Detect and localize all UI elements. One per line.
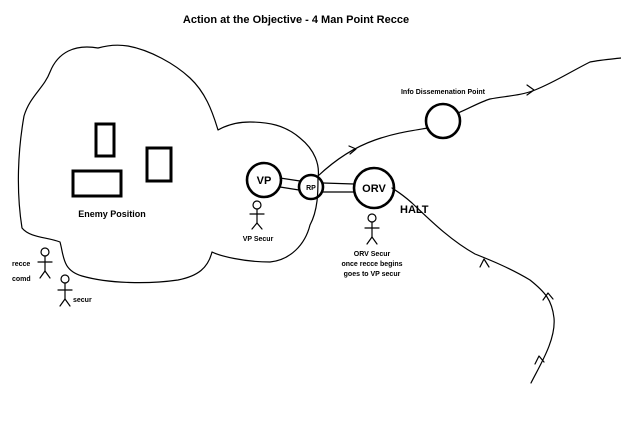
objective-area-outline: [17, 44, 320, 284]
route-arrow-5: [479, 258, 490, 268]
route-arrow-4: [542, 292, 554, 301]
diagram-title: Action at the Objective - 4 Man Point Re…: [183, 14, 409, 26]
rp-circle: [297, 173, 325, 201]
route-arrow-2: [526, 84, 535, 96]
orv-secur-figure: [364, 213, 380, 245]
recce-label: recce: [12, 261, 30, 268]
rp-label: RP: [306, 185, 316, 192]
recce-comd-figure: [37, 247, 53, 279]
orv-secur-label-3: goes to VP secur: [344, 271, 401, 278]
orv-secur-label-2: once recce begins: [341, 261, 402, 268]
rp-orv-link: [322, 182, 355, 193]
halt-label: HALT: [400, 204, 429, 216]
secur-figure: [57, 274, 73, 307]
vp-secur-figure: [249, 200, 265, 230]
comd-label: comd: [12, 276, 31, 283]
orv-label: ORV: [362, 183, 386, 195]
enemy-building-3: [71, 169, 123, 198]
enemy-building-1: [94, 122, 116, 158]
route-to-info-point: [317, 127, 429, 177]
vp-label: VP: [257, 175, 272, 187]
info-point-label: Info Dissemenation Point: [401, 89, 486, 96]
info-point-circle: [424, 102, 462, 140]
vp-rp-link: [279, 177, 301, 191]
secur-label: secur: [73, 297, 92, 304]
vp-secur-label: VP Secur: [243, 236, 274, 243]
route-arrow-1: [348, 145, 357, 155]
route-arrow-3: [534, 355, 545, 365]
route-exit: [457, 57, 621, 114]
enemy-position-label: Enemy Position: [78, 209, 146, 219]
vp-circle: [245, 161, 283, 199]
orv-secur-label-1: ORV Secur: [354, 251, 391, 258]
enemy-building-2: [145, 146, 173, 183]
orv-circle: [352, 166, 396, 210]
route-approach: [391, 187, 555, 384]
